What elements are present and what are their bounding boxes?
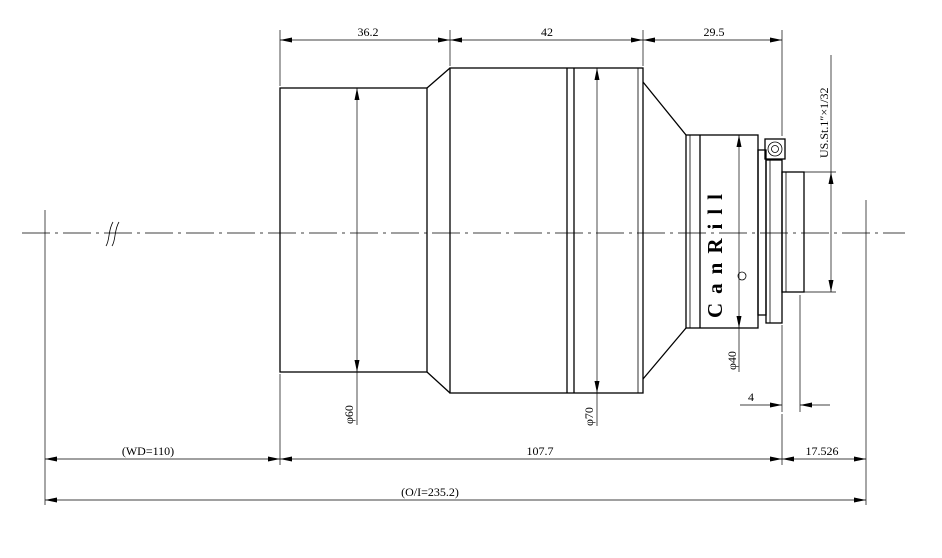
diameter-middle: φ70 [582, 68, 600, 426]
axis-break-icon [105, 221, 120, 247]
dim-mount-thickness: 4 [748, 390, 754, 404]
dia-middle-label: φ70 [582, 407, 596, 426]
dim-length-total: 107.7 [527, 444, 554, 458]
thread-mount [781, 171, 805, 293]
dim-back-focus: 17.526 [806, 444, 839, 458]
dim-section-rear: 29.5 [704, 25, 725, 39]
dim-section-middle: 42 [541, 25, 553, 39]
lens-body [279, 67, 805, 394]
diameter-ring: φ40 [725, 135, 742, 372]
thread-dimension: US.St.1″×1/32 [804, 55, 836, 293]
dia-front-label: φ60 [342, 405, 356, 424]
top-dimensions: 36.2 42 29.5 [279, 25, 783, 136]
dim-working-distance: (WD=110) [122, 444, 174, 458]
dia-ring-label: φ40 [725, 351, 739, 370]
middle-barrel [449, 67, 644, 394]
brand-logo: CanRill [703, 185, 727, 318]
mount-plate [765, 159, 783, 324]
mount-screw-icon [764, 138, 786, 160]
mount-thickness-dimension: 4 [740, 295, 830, 412]
front-barrel [279, 87, 428, 373]
aperture-marker-icon [737, 271, 747, 281]
mount-flange [757, 149, 767, 316]
bottom-dimensions: (WD=110) 107.7 17.526 (O/I=235.2) [44, 200, 867, 505]
thread-spec-label: US.St.1″×1/32 [817, 88, 831, 158]
diameter-front: φ60 [342, 88, 360, 425]
dim-object-to-image: (O/I=235.2) [401, 485, 459, 499]
dim-section-front: 36.2 [358, 25, 379, 39]
